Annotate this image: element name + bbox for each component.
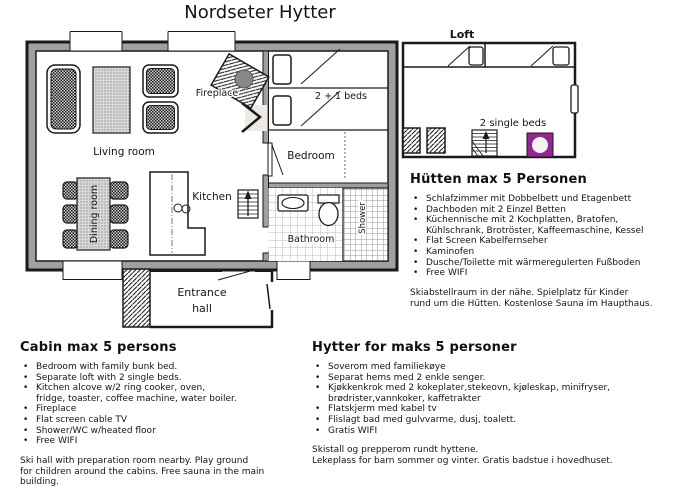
section-german-heading: Hütten max 5 Personen (410, 172, 587, 187)
loft-floorplan: Loft 2 single beds (401, 28, 579, 159)
window-top-right (167, 31, 236, 52)
section-english-list: Bedroom with family bunk bed. Separate l… (20, 362, 320, 447)
list-item: Bedroom with family bunk bed. (20, 362, 320, 373)
bathroom-label: Bathroom (288, 234, 335, 245)
list-item: Kaminofen (410, 247, 698, 258)
entrance-hall-label-line1: Entrance (177, 286, 227, 299)
main-floorplan: 2 + 1 beds Bedroom Fireplace Living room (25, 31, 399, 329)
stove-pipe (532, 137, 548, 153)
page-title: Nordseter Hytter (184, 2, 336, 23)
bullet-text: Flislagt bad med gulvvarme, dusj, toalet… (328, 414, 517, 425)
list-item: Flatskjerm med kabel tv (312, 404, 690, 415)
bullet-text: Flat Screen Kabelfernseher (426, 236, 548, 247)
window-top-left (69, 31, 123, 52)
loft-title: Loft (450, 28, 475, 41)
list-item: Schlafzimmer mit Dobbelbett und Etagenbe… (410, 194, 698, 205)
list-item: Gratis WIFI (312, 426, 690, 437)
section-english-heading: Cabin max 5 persons (20, 340, 177, 355)
list-item: Küchennische mit 2 Kochplatten, Bratofen… (410, 215, 698, 236)
bullet-text: Kjøkkenkrok med 2 kokeplater,stekeovn, k… (328, 383, 611, 404)
section-german-footer: Skiabstellraum in der nähe. Spielplatz f… (410, 287, 653, 309)
section-german: Hütten max 5 Personen Schlafzimmer mit D… (410, 172, 698, 309)
armchairs (142, 64, 179, 134)
list-item: Flislagt bad med gulvvarme, dusj, toalet… (312, 415, 690, 426)
bullet-text: Flat screen cable TV (36, 414, 128, 425)
bullet-text: Schlafzimmer mit Dobbelbett und Etagenbe… (426, 194, 632, 204)
entrance-hall (122, 268, 274, 329)
list-item: Kjøkkenkrok med 2 kokeplater,stekeovn, k… (312, 383, 690, 404)
entrance-hall-label-line2: hall (192, 302, 212, 315)
stairs (237, 189, 259, 219)
living-room-label: Living room (93, 146, 155, 158)
section-english-footer: Ski hall with preparation room nearby. P… (20, 455, 265, 488)
bullet-text: Küchennische mit 2 Kochplatten, Bratofen… (426, 215, 644, 236)
bunk-beds (268, 48, 388, 180)
list-item: Dachboden mit 2 Einzel Betten (410, 205, 698, 216)
dining-room-label: Dining room (89, 185, 100, 243)
list-item: Kitchen alcove w/2 ring cooker, oven, fr… (20, 383, 320, 404)
sofa (46, 64, 81, 134)
bullet-text: Fireplace (36, 404, 77, 415)
bullet-text: Shower/WC w/heated floor (36, 425, 156, 436)
bullet-text: Dusche/Toilette mit wärmeregulerten Fußb… (426, 257, 641, 268)
bullet-text: Free WIFI (36, 436, 78, 447)
section-norwegian-footer: Skistall og prepperom rundt hyttene. Lek… (312, 445, 613, 466)
bullet-text: Soverom med familiekøye (328, 362, 446, 372)
list-item: Separat hems med 2 enkle senger. (312, 373, 690, 384)
list-item: Dusche/Toilette mit wärmeregulerten Fußb… (410, 258, 698, 269)
dining-set (62, 177, 129, 251)
section-english: Cabin max 5 persons Bedroom with family … (20, 340, 320, 488)
bullet-text: Flatskjerm med kabel tv (328, 404, 437, 415)
bedroom-label: Bedroom (287, 150, 335, 162)
loft-storage-blocks (402, 127, 446, 154)
kitchen-counter (149, 171, 206, 256)
beds-label: 2 + 1 beds (315, 91, 367, 102)
list-item: Free WIFI (20, 436, 320, 447)
list-item: Flat screen cable TV (20, 415, 320, 426)
bullet-text: Separat hems med 2 enkle senger. (328, 372, 486, 383)
bullet-text: Bedroom with family bunk bed. (36, 362, 178, 372)
bullet-text: Kitchen alcove w/2 ring cooker, oven, fr… (36, 383, 237, 404)
section-norwegian: Hytter for maks 5 personer Soverom med f… (312, 340, 690, 467)
coffee-table (92, 66, 131, 134)
list-item: Shower/WC w/heated floor (20, 426, 320, 437)
list-item: Fireplace (20, 404, 320, 415)
section-norwegian-heading: Hytter for maks 5 personer (312, 340, 517, 355)
fireplace (210, 52, 270, 133)
bullet-text: Separate loft with 2 single beds. (36, 372, 182, 383)
list-item: Soverom med familiekøye (312, 362, 690, 373)
bathroom (268, 187, 389, 262)
list-item: Free WIFI (410, 268, 698, 279)
list-item: Separate loft with 2 single beds. (20, 373, 320, 384)
bullet-text: Free WIFI (426, 268, 468, 279)
shower-label: Shower (358, 202, 368, 234)
section-norwegian-list: Soverom med familiekøye Separat hems med… (312, 362, 690, 436)
toilet (317, 194, 340, 227)
window-bottom-right (276, 260, 311, 280)
fireplace-label: Fireplace (196, 88, 239, 99)
loft-stairs (471, 129, 498, 157)
section-german-list: Schlafzimmer mit Dobbelbett und Etagenbe… (410, 194, 698, 279)
bedroom-door (267, 142, 284, 177)
kitchen-label: Kitchen (192, 191, 231, 203)
loft-window (570, 84, 579, 114)
chimney-block (526, 132, 554, 158)
bullet-text: Kaminofen (426, 246, 475, 257)
list-item: Flat Screen Kabelfernseher (410, 236, 698, 247)
bullet-text: Dachboden mit 2 Einzel Betten (426, 204, 566, 215)
bullet-text: Gratis WIFI (328, 425, 378, 436)
loft-beds-label: 2 single beds (480, 118, 546, 129)
bathroom-sink (277, 194, 309, 212)
loft-beds (404, 44, 574, 68)
window-bottom-left (62, 260, 123, 280)
